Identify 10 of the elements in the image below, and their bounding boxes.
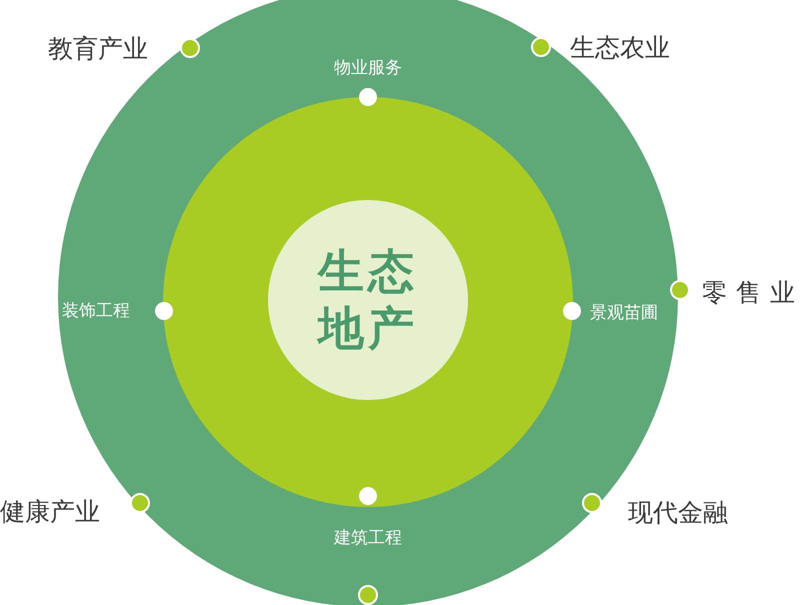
service-label: 建筑工程 <box>334 530 402 546</box>
industry-label: 生态农业 <box>570 34 670 60</box>
industry-label: 零售业 <box>702 280 803 304</box>
service-label: 装饰工程 <box>62 302 130 320</box>
industry-label: 健康产业 <box>0 498 100 524</box>
industry-label: 教育产业 <box>48 36 148 60</box>
service-label: 物业服务 <box>334 60 402 76</box>
industry-label: 现代金融 <box>628 500 728 524</box>
center-title: 生态地产 <box>316 242 419 357</box>
service-label: 景观苗圃 <box>590 304 658 322</box>
